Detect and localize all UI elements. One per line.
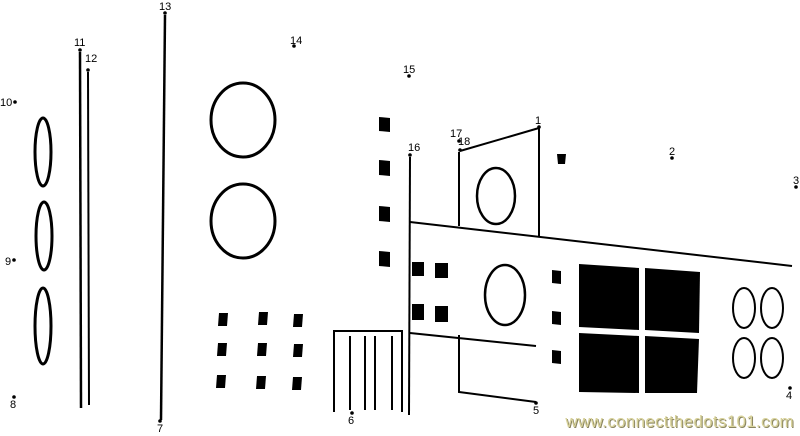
oval-window [475, 166, 517, 226]
dot-9 [12, 258, 16, 262]
pole-left-1 [78, 51, 83, 409]
dot-label: 7 [157, 423, 163, 435]
dot-6 [350, 411, 354, 415]
dot-label: 13 [159, 1, 171, 13]
dot-label: 15 [403, 64, 415, 76]
dot-1 [537, 125, 541, 129]
oval-window [760, 337, 784, 379]
oval-window [33, 286, 53, 366]
dot-15 [407, 74, 411, 78]
dot-7 [158, 419, 162, 423]
dot-label: 6 [348, 415, 354, 427]
dot-label: 4 [786, 390, 792, 402]
dot-label: 5 [533, 405, 539, 417]
oval-window [760, 287, 784, 329]
dot-10 [13, 100, 17, 104]
dot-8 [12, 395, 16, 399]
pole-left-2 [87, 71, 90, 406]
dot-label: 2 [669, 146, 675, 158]
dot-label: 18 [458, 136, 470, 148]
building-outline [33, 14, 793, 421]
oval-window [33, 116, 53, 188]
dot-label: 16 [408, 142, 420, 154]
upper-frame [458, 127, 540, 236]
dot-3 [794, 185, 798, 189]
roof-line [409, 221, 793, 267]
oval-window [732, 337, 756, 379]
dot-label: 11 [74, 37, 85, 49]
dot-16 [408, 153, 412, 157]
dot-12 [86, 68, 90, 72]
dot-label: 3 [793, 175, 799, 187]
entrance [333, 330, 403, 412]
watermark: www.connectthedots101.com [565, 412, 794, 431]
dot-13 [163, 11, 167, 15]
dot-label: 1 [535, 115, 541, 127]
oval-window [483, 263, 527, 327]
pole-center [159, 14, 167, 421]
dot-label: 9 [5, 256, 11, 268]
dot-label: 14 [290, 35, 302, 47]
dot-14 [292, 44, 296, 48]
dot-label: 12 [85, 53, 97, 65]
oval-window [34, 200, 54, 272]
dot-label: 17 [450, 128, 462, 140]
filled-windows [216, 117, 700, 393]
round-window [209, 182, 277, 260]
tower-wall [408, 156, 411, 416]
oval-window [732, 287, 756, 329]
dot-5 [534, 401, 538, 405]
round-window [209, 81, 277, 159]
dot-2 [670, 156, 674, 160]
dot-4 [788, 386, 792, 390]
dot-11 [78, 48, 82, 52]
dot-18 [458, 148, 462, 152]
dot-label: 8 [10, 399, 16, 411]
lower-frame [409, 332, 537, 403]
dot-17 [457, 139, 461, 143]
dot-label: 10 [0, 97, 12, 109]
